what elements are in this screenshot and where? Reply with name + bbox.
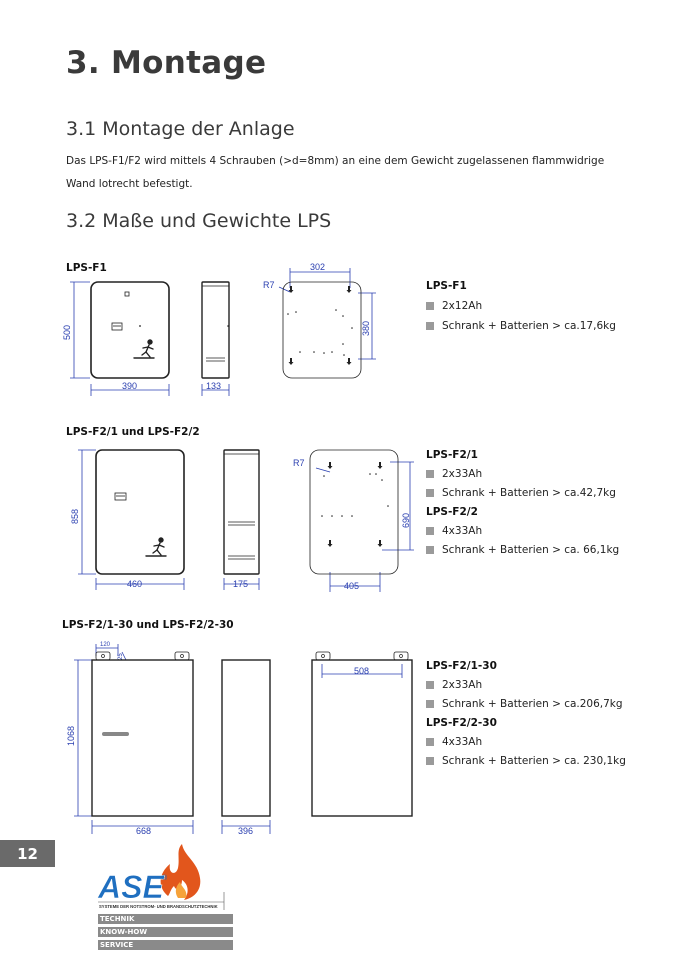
spec-item-text: 2x12Ah [442, 300, 483, 312]
square-bullet-icon [426, 470, 434, 478]
logo-bar-service: SERVICE [98, 940, 233, 950]
square-bullet-icon [426, 302, 434, 310]
spec-item-text: 4x33Ah [442, 525, 483, 537]
drawing-lps-f2-30: 1068 668 396 508 120 25 [66, 642, 413, 836]
spec-item-text: Schrank + Batterien > ca. 66,1kg [442, 544, 620, 556]
drawing-lps-f1: 500 390 133 302 380 R7 [62, 262, 376, 396]
logo-bar-know-how: KNOW-HOW [98, 927, 233, 937]
label-lps-f2-30: LPS-F2/1-30 und LPS-F2/2-30 [62, 619, 234, 631]
dim-f230-depth: 396 [238, 826, 253, 836]
spec-item: Schrank + Batterien > ca.17,6kg [426, 320, 616, 332]
spec-title: LPS-F2/1 [426, 449, 478, 461]
section-heading-masse: 3.2 Maße und Gewichte LPS [66, 210, 332, 232]
ase-logo: ASE ® SYSTEME DER NOTSTROM- UND BRANDSCH… [97, 844, 225, 910]
square-bullet-icon [426, 527, 434, 535]
spec-item-text: Schrank + Batterien > ca. 230,1kg [442, 755, 626, 767]
dim-f2-hole-height: 690 [401, 513, 411, 528]
spec-item: 4x33Ah [426, 736, 626, 748]
spec-title: LPS-F2/2-30 [426, 717, 497, 729]
dim-f230-hole-width: 508 [354, 666, 369, 676]
dim-f2-depth: 175 [233, 579, 248, 589]
dim-f230-width: 668 [136, 826, 151, 836]
spec-item: Schrank + Batterien > ca. 66,1kg [426, 544, 619, 556]
page-title: 3. Montage [66, 45, 267, 81]
label-lps-f1: LPS-F1 [66, 262, 107, 274]
specs-lps-f1: LPS-F1 2x12Ah Schrank + Batterien > ca.1… [426, 280, 616, 332]
spec-title: LPS-F2/2 [426, 506, 478, 518]
spec-item-text: 4x33Ah [442, 736, 483, 748]
square-bullet-icon [426, 681, 434, 689]
spec-title: LPS-F1 [426, 280, 467, 292]
spec-title: LPS-F2/1-30 [426, 660, 497, 672]
flame-icon [160, 844, 201, 900]
dim-f1-width: 390 [122, 381, 137, 391]
dim-f1-radius: R7 [263, 280, 275, 290]
drawing-lps-f2: 858 460 175 405 690 R7 [70, 449, 414, 592]
dim-f1-height: 500 [62, 325, 72, 340]
spec-item: 2x33Ah [426, 468, 619, 480]
intro-paragraph: Das LPS-F1/F2 wird mittels 4 Schrauben (… [66, 150, 656, 196]
square-bullet-icon [426, 757, 434, 765]
paragraph-line-1: Das LPS-F1/F2 wird mittels 4 Schrauben (… [66, 155, 605, 167]
dim-f2-height: 858 [70, 509, 80, 524]
spec-item: 2x12Ah [426, 300, 616, 312]
dim-f2-width: 460 [127, 579, 142, 589]
dim-f1-depth: 133 [206, 381, 221, 391]
square-bullet-icon [426, 738, 434, 746]
logo-tagline: SYSTEME DER NOTSTROM- UND BRANDSCHUTZTEC… [99, 904, 218, 909]
spec-item: 2x33Ah [426, 679, 626, 691]
spec-item-text: 2x33Ah [442, 679, 483, 691]
dim-f2-hole-width: 405 [344, 581, 359, 591]
dim-f230-bracket: 120 [100, 642, 111, 648]
dim-f230-height: 1068 [66, 726, 76, 746]
logo-registered: ® [162, 874, 168, 882]
spec-item-text: 2x33Ah [442, 468, 483, 480]
specs-lps-f2-30: LPS-F2/1-30 2x33Ah Schrank + Batterien >… [426, 660, 626, 767]
paragraph-line-2: Wand lotrecht befestigt. [66, 178, 193, 190]
dim-f1-hole-height: 380 [361, 321, 371, 336]
spec-item: Schrank + Batterien > ca.42,7kg [426, 487, 619, 499]
page-number: 12 [0, 840, 55, 867]
spec-item: Schrank + Batterien > ca.206,7kg [426, 698, 626, 710]
square-bullet-icon [426, 700, 434, 708]
logo-bar-technik: TECHNIK [98, 914, 233, 924]
label-lps-f2: LPS-F2/1 und LPS-F2/2 [66, 426, 200, 438]
square-bullet-icon [426, 546, 434, 554]
dim-f2-radius: R7 [293, 458, 305, 468]
spec-item: Schrank + Batterien > ca. 230,1kg [426, 755, 626, 767]
square-bullet-icon [426, 322, 434, 330]
section-heading-montage: 3.1 Montage der Anlage [66, 118, 295, 140]
dim-f1-hole-width: 302 [310, 262, 325, 272]
dim-f230-bracket-small: 25 [118, 653, 124, 660]
spec-item-text: Schrank + Batterien > ca.17,6kg [442, 320, 616, 332]
spec-item-text: Schrank + Batterien > ca.206,7kg [442, 698, 623, 710]
specs-lps-f2: LPS-F2/1 2x33Ah Schrank + Batterien > ca… [426, 449, 619, 556]
running-man-icon [145, 537, 167, 557]
spec-item-text: Schrank + Batterien > ca.42,7kg [442, 487, 616, 499]
spec-item: 4x33Ah [426, 525, 619, 537]
running-man-icon [133, 339, 155, 359]
logo-text: ASE [97, 869, 165, 905]
square-bullet-icon [426, 489, 434, 497]
